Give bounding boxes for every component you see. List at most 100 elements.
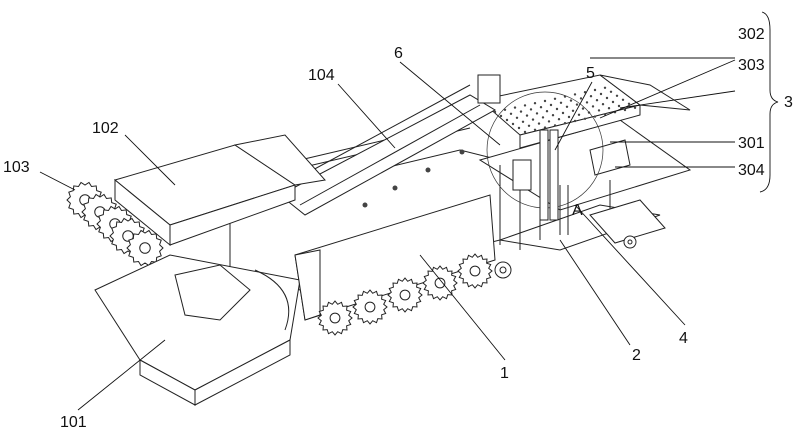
- track-unit: [294, 194, 512, 336]
- sieve-hole: [573, 93, 577, 96]
- sieve-hole: [547, 120, 551, 123]
- label-detail-a: A: [572, 202, 583, 219]
- sieve-hole: [563, 122, 567, 125]
- sieve-hole: [561, 111, 565, 115]
- sieve-hole: [543, 99, 547, 103]
- part-labels: 103 102 104 6 5 302 303 3 301 304 A 1 2 …: [3, 26, 793, 431]
- sieve-hole: [627, 102, 631, 106]
- sieve-hole: [521, 120, 525, 124]
- sieve-hole: [505, 118, 509, 122]
- sieve-hole: [593, 115, 597, 118]
- sieve-hole: [597, 109, 601, 112]
- sieve-hole: [589, 95, 593, 98]
- sieve-hole: [533, 102, 537, 105]
- cutting-disc-5: [126, 229, 164, 267]
- cutter-housing: [113, 134, 326, 247]
- sieve-hole: [567, 115, 571, 119]
- sieve-hole: [601, 103, 605, 106]
- sieve-hole: [607, 107, 611, 110]
- sieve-hole: [523, 104, 527, 107]
- sieve-hole: [623, 108, 627, 112]
- sieve-hole: [603, 113, 607, 116]
- sieve-hole: [553, 124, 557, 127]
- cutting-discs: [66, 181, 164, 267]
- label-302: 302: [738, 26, 765, 43]
- label-101: 101: [60, 414, 87, 431]
- inclined-conveyor: [279, 74, 501, 216]
- sieve-hole: [569, 99, 573, 102]
- sorting-table: [478, 119, 692, 251]
- sieve-hole: [583, 117, 587, 121]
- sieve-hole: [615, 94, 619, 98]
- sieve-hole: [573, 119, 577, 123]
- label-303: 303: [738, 57, 765, 74]
- sieve-hole: [525, 114, 529, 117]
- label-304: 304: [738, 162, 765, 179]
- sieve-hole: [533, 128, 537, 131]
- sieve-hole: [577, 113, 581, 117]
- sieve-hole: [611, 100, 615, 104]
- sieve-hole: [531, 118, 535, 121]
- sieve-hole: [553, 97, 557, 101]
- lifting-mechanism: [512, 129, 569, 240]
- sieve-hole: [511, 122, 515, 126]
- sieve-hole: [509, 112, 513, 116]
- sieve-hole: [517, 126, 521, 130]
- sieve-hole: [559, 101, 563, 105]
- sieve-hole: [579, 97, 583, 100]
- sieve-hole: [591, 105, 595, 108]
- sieve-hole: [519, 110, 523, 113]
- leader-lines: [39, 11, 779, 411]
- sieve-hole: [603, 86, 607, 90]
- label-5: 5: [586, 65, 595, 82]
- sieve-hole: [571, 109, 575, 113]
- track-wheel-3: [387, 277, 423, 313]
- sieve-hole: [609, 90, 613, 94]
- sieve-hole: [581, 107, 585, 110]
- front-scoop: [94, 254, 301, 406]
- sieve-hole: [539, 106, 543, 109]
- sieve-hole: [523, 130, 527, 134]
- sieve-hole: [503, 108, 507, 112]
- label-104: 104: [308, 67, 335, 84]
- label-1: 1: [500, 365, 509, 382]
- sieve-hole: [621, 98, 625, 102]
- track-wheel-1: [317, 300, 353, 336]
- sieve-hole: [549, 103, 553, 107]
- sieve-hole: [545, 110, 549, 113]
- track-wheel-2: [352, 289, 388, 325]
- track-wheel-4: [422, 265, 458, 301]
- sieve-hole: [513, 106, 517, 109]
- sieve-hole: [565, 105, 569, 109]
- sieve-holes: [493, 86, 637, 134]
- label-6: 6: [394, 45, 403, 62]
- sieve-hole: [499, 114, 503, 118]
- sieve-hole: [593, 88, 597, 92]
- sieve-hole: [583, 91, 587, 94]
- sieve-hole: [541, 116, 545, 119]
- sieve-hole: [575, 103, 579, 106]
- sieve-hole: [515, 116, 519, 120]
- label-301: 301: [738, 135, 765, 152]
- sieve-hole: [585, 101, 589, 104]
- sieve-hole: [527, 124, 531, 128]
- track-wheel-5: [457, 253, 493, 289]
- sieve-hole: [551, 114, 555, 117]
- sieve-hole: [493, 110, 497, 114]
- sieve-hole: [557, 118, 561, 121]
- sieve-hole: [563, 95, 567, 98]
- label-3: 3: [784, 94, 793, 111]
- track-wheels: [317, 253, 493, 336]
- label-102: 102: [92, 120, 119, 137]
- sieve-hole: [599, 92, 603, 96]
- sieve-hole: [537, 122, 541, 125]
- sieve-hole: [529, 108, 533, 111]
- sieve-hole: [543, 126, 547, 129]
- sieve-hole: [617, 104, 621, 108]
- sieve-hole: [605, 96, 609, 100]
- label-4: 4: [679, 330, 688, 347]
- sieve-hole: [633, 106, 637, 110]
- label-103: 103: [3, 159, 30, 176]
